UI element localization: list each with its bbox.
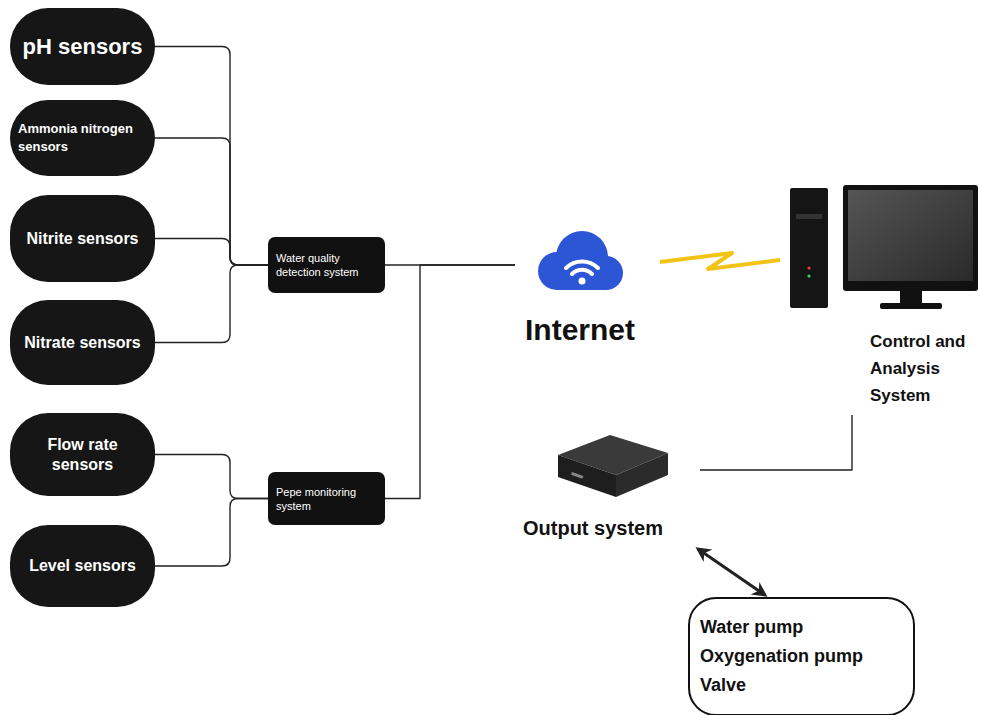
- connector-line: [698, 549, 765, 595]
- connector-line: [385, 265, 515, 499]
- system-box: Pepe monitoring system: [268, 472, 385, 525]
- system-box: Water quality detection system: [268, 237, 385, 293]
- computer-node: Control and Analysis System: [780, 180, 982, 415]
- computer-icon: [780, 180, 982, 315]
- connector-line: [155, 239, 268, 266]
- sensor-pill: Nitrite sensors: [10, 195, 155, 282]
- connector-line: [155, 138, 268, 265]
- node-label: Level sensors: [18, 556, 147, 576]
- sensor-pill: Flow rate sensors: [10, 413, 155, 496]
- node-label: Oxygenation pump: [700, 642, 903, 671]
- node-label: Nitrate sensors: [18, 333, 147, 353]
- device-icon: [550, 425, 675, 505]
- internet-cloud: Internet: [515, 225, 660, 357]
- node-label: Flow rate sensors: [18, 435, 147, 475]
- node-label: pH sensors: [18, 34, 147, 60]
- sensor-pill: pH sensors: [10, 8, 155, 85]
- sensor-pill: Nitrate sensors: [10, 300, 155, 385]
- connector-line: [155, 265, 268, 343]
- node-label: Valve: [700, 671, 903, 700]
- connector-line: [155, 455, 268, 499]
- connector-line: [155, 47, 268, 266]
- sensor-pill: Level sensors: [10, 525, 155, 607]
- node-label: Output system: [523, 517, 663, 540]
- wireless-bolt: [660, 253, 780, 269]
- node-label: Water pump: [700, 613, 903, 642]
- node-label: Pepe monitoring system: [276, 485, 377, 513]
- node-label: Ammonia nitrogen sensors: [18, 120, 147, 156]
- node-label: Control and Analysis System: [870, 328, 980, 409]
- connector-line: [700, 415, 852, 470]
- node-label: Nitrite sensors: [18, 229, 147, 249]
- output-device: Output system: [520, 425, 700, 547]
- cloud-icon: [527, 227, 627, 299]
- node-label: Internet: [525, 313, 635, 347]
- connector-line: [155, 499, 268, 567]
- actuator-box: Water pumpOxygenation pumpValve: [688, 597, 915, 715]
- node-label: Water quality detection system: [276, 251, 377, 279]
- sensor-pill: Ammonia nitrogen sensors: [10, 100, 155, 176]
